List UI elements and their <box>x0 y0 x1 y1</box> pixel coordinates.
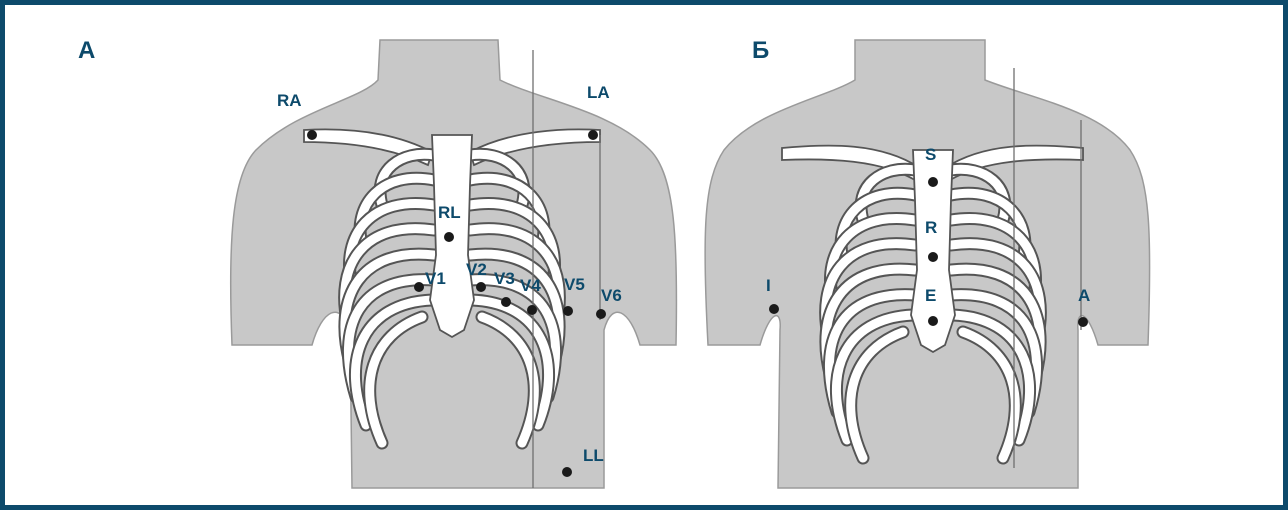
label-a: A <box>1078 286 1090 305</box>
label-e: E <box>925 286 936 305</box>
electrode-v6 <box>596 309 606 319</box>
label-v6: V6 <box>601 286 622 305</box>
label-i: I <box>766 276 771 295</box>
label-v3: V3 <box>494 269 515 288</box>
panel-b: Б S R E I A <box>705 37 1150 488</box>
electrode-rl <box>444 232 454 242</box>
electrode-v3 <box>501 297 511 307</box>
label-la: LA <box>587 83 610 102</box>
electrode-s <box>928 177 938 187</box>
panel-a-title: А <box>78 37 95 64</box>
electrode-ra <box>307 130 317 140</box>
panel-a: А RA LA RL V1 V2 V3 V4 V5 V6 LL <box>78 37 677 488</box>
electrode-i <box>769 304 779 314</box>
label-ra: RA <box>277 91 302 110</box>
electrode-r <box>928 252 938 262</box>
panel-b-title: Б <box>752 37 769 64</box>
label-s: S <box>925 145 936 164</box>
electrode-e <box>928 316 938 326</box>
electrode-v1 <box>414 282 424 292</box>
label-r: R <box>925 218 937 237</box>
electrode-la <box>588 130 598 140</box>
label-rl: RL <box>438 203 461 222</box>
electrode-a <box>1078 317 1088 327</box>
electrode-v4 <box>527 305 537 315</box>
electrode-v2 <box>476 282 486 292</box>
label-v5: V5 <box>564 275 585 294</box>
label-ll: LL <box>583 446 604 465</box>
label-v4: V4 <box>520 276 541 295</box>
label-v2: V2 <box>466 260 487 279</box>
label-v1: V1 <box>425 269 446 288</box>
electrode-v5 <box>563 306 573 316</box>
electrode-ll <box>562 467 572 477</box>
